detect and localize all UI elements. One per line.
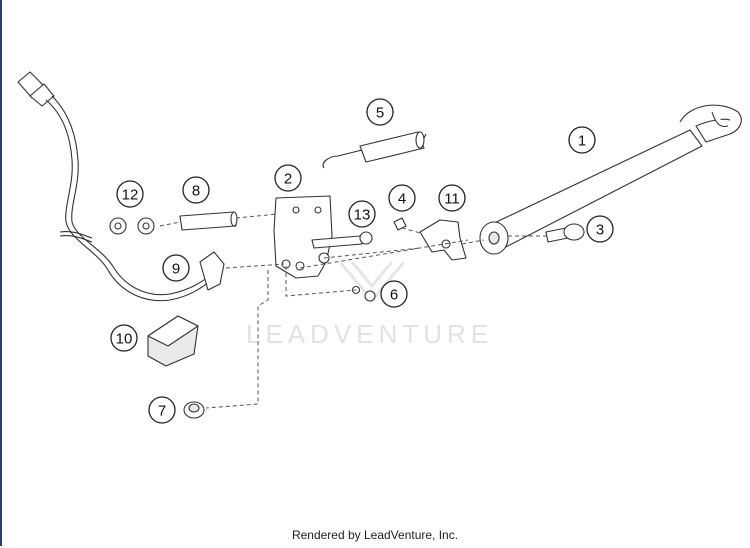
part-stop-pin — [311, 231, 373, 249]
callout-13: 13 — [348, 200, 376, 228]
part-flange-nut — [183, 401, 205, 419]
part-pivot-bolt — [545, 223, 585, 243]
watermark: LEADVENTURE — [246, 261, 493, 349]
watermark-text: LEADVENTURE — [246, 319, 493, 349]
part-washers — [109, 217, 155, 235]
callout-6: 6 — [380, 280, 408, 308]
callout-4-label: 4 — [398, 191, 406, 208]
callout-8-label: 8 — [192, 183, 200, 200]
callout-6-label: 6 — [390, 287, 398, 304]
part-bracket — [419, 219, 467, 261]
callout-2: 2 — [274, 164, 302, 192]
part-sensor-clip — [199, 251, 225, 291]
callout-12-label: 12 — [122, 187, 139, 204]
callout-7-label: 7 — [158, 403, 166, 420]
callout-3-label: 3 — [596, 222, 604, 239]
part-mounting-plate — [273, 195, 333, 279]
callout-1: 1 — [568, 126, 596, 154]
callout-11-label: 11 — [444, 191, 460, 208]
sensor-cable — [17, 71, 215, 302]
callout-9: 9 — [162, 254, 190, 282]
callout-10-label: 10 — [116, 331, 133, 348]
part-spacer — [179, 211, 238, 231]
callout-8: 8 — [182, 176, 210, 204]
callout-12: 12 — [116, 180, 144, 208]
assembly-lines — [159, 213, 548, 409]
callout-9-label: 9 — [172, 261, 180, 278]
part-side-stand — [479, 104, 742, 255]
callout-5-label: 5 — [376, 105, 384, 122]
callout-10: 10 — [110, 324, 138, 352]
callout-13-label: 13 — [354, 207, 371, 224]
footer-credit: Rendered by LeadVenture, Inc. — [291, 528, 459, 542]
callout-5: 5 — [366, 98, 394, 126]
callout-7: 7 — [148, 396, 176, 424]
callout-4: 4 — [388, 184, 416, 212]
callout-11: 11 — [438, 184, 466, 212]
callout-2-label: 2 — [284, 171, 292, 188]
callout-3: 3 — [586, 215, 614, 243]
part-screw — [393, 217, 425, 235]
callout-1-label: 1 — [578, 133, 586, 150]
part-spring — [322, 131, 427, 169]
part-sensor-block — [147, 315, 199, 367]
